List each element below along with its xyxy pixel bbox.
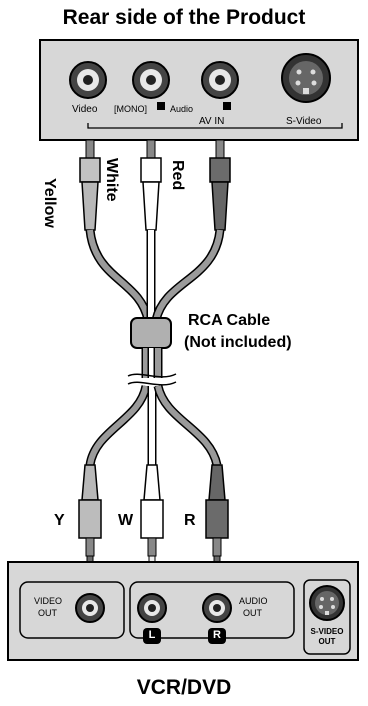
left-channel-badge <box>143 628 161 644</box>
mono-marker-icon <box>157 102 165 110</box>
video-out-group <box>19 581 125 639</box>
av-in-bracket <box>87 123 343 129</box>
audio-out-label-1: AUDIO <box>239 596 268 606</box>
red-cable-top <box>153 229 223 321</box>
red-plug-bottom <box>205 464 229 557</box>
s-video-in-jack-icon <box>281 53 331 103</box>
s-video-out-jack-icon <box>309 585 345 621</box>
video-out-jack-icon <box>75 593 105 623</box>
plug-letter-w: W <box>118 512 134 529</box>
mono-label: [MONO] <box>114 104 147 114</box>
right-marker-icon <box>223 102 231 110</box>
white-cable-label: White <box>103 158 120 202</box>
yellow-cable-label: Yellow <box>41 178 58 228</box>
white-plug-bottom <box>140 464 164 557</box>
plug-letter-r: R <box>184 512 196 529</box>
audio-left-in-jack-icon <box>132 61 170 99</box>
red-cable-bottom <box>155 385 220 466</box>
video-in-label: Video <box>72 104 98 115</box>
red-plug-top <box>209 139 231 231</box>
audio-out-label-2: OUT <box>243 608 262 618</box>
video-in-jack-icon <box>69 61 107 99</box>
yellow-plug-top <box>79 139 101 231</box>
left-channel-letter: L <box>148 629 156 641</box>
audio-left-out-jack-icon <box>137 593 167 623</box>
audio-in-label: Audio <box>170 104 194 114</box>
cable-binder <box>130 317 172 349</box>
video-out-label-2: OUT <box>38 608 57 618</box>
audio-right-in-jack-icon <box>201 61 239 99</box>
white-plug-top <box>140 139 162 231</box>
right-channel-letter: R <box>213 629 221 641</box>
rca-cable-label: RCA Cable <box>188 312 271 329</box>
yellow-plug-bottom <box>78 464 102 557</box>
not-included-label: (Not included) <box>184 334 292 351</box>
cable-break-mark <box>127 373 177 378</box>
s-video-out-label-2: OUT <box>318 637 336 646</box>
device-title: VCR/DVD <box>136 676 232 699</box>
av-in-label: AV IN <box>196 116 228 127</box>
red-cable-label: Red <box>169 160 186 191</box>
right-channel-badge <box>208 628 226 644</box>
yellow-cable-top <box>87 229 151 321</box>
video-out-label-1: VIDEO <box>34 596 63 606</box>
yellow-cable-bottom <box>87 385 149 466</box>
audio-right-out-jack-icon <box>202 593 232 623</box>
s-video-in-label: S-Video <box>284 116 324 127</box>
s-video-out-label-1: S-VIDEO <box>310 627 344 636</box>
page-title: Rear side of the Product <box>62 6 306 29</box>
plug-letter-y: Y <box>54 512 65 529</box>
